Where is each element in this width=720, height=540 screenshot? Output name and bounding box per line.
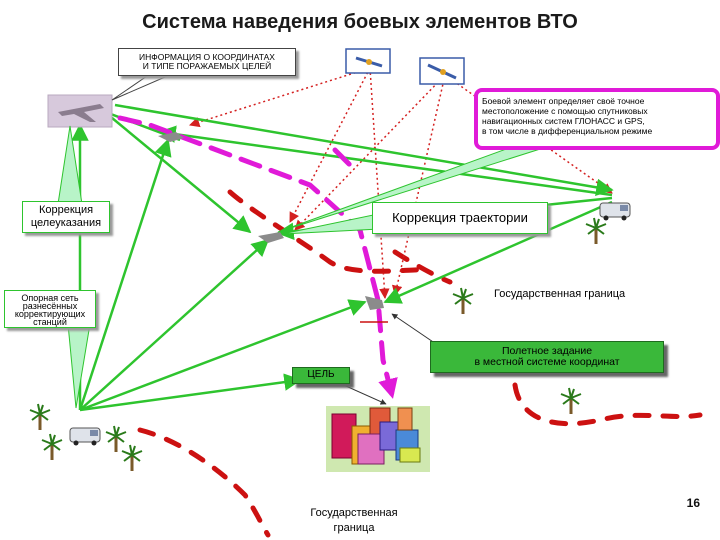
target-label-box: ЦЕЛЬ — [292, 367, 350, 384]
aim-line-1: Коррекция — [23, 205, 109, 217]
aim-callout-tail — [58, 126, 82, 204]
station-van-left — [70, 428, 100, 446]
combat-element-2 — [258, 232, 284, 243]
info-callout-tail — [112, 74, 172, 100]
flight-line-2: в местной системе координат — [431, 357, 663, 368]
target-label: ЦЕЛЬ — [293, 370, 349, 381]
page-number: 16 — [687, 496, 701, 510]
trajectory-label: Коррекция траектории — [373, 211, 547, 225]
state-border-label-bottom-1: Государственная — [290, 508, 418, 520]
state-border-label-bottom-2: граница — [290, 523, 418, 535]
reconnaissance-aircraft — [48, 95, 112, 127]
state-border-label-right: Государственная граница — [494, 289, 674, 301]
page-title: Система наведения боевых элементов ВТО — [0, 12, 720, 33]
satellite-glonass — [346, 49, 390, 73]
combat-line-1: Боевой элемент определяет своё точное — [482, 97, 712, 106]
info-callout: ИНФОРМАЦИЯ О КООРДИНАТАХ И ТИПЕ ПОРАЖАЕМ… — [118, 48, 296, 76]
aim-line-2: целеуказания — [23, 218, 109, 230]
station-van-right — [600, 203, 630, 221]
combat-element-3 — [365, 296, 384, 310]
satellite-gps — [420, 58, 464, 84]
trajectory-correction-callout: Коррекция траектории — [372, 202, 548, 234]
aim-correction-callout: Коррекция целеуказания — [22, 201, 110, 233]
reference-network-callout: Опорная сеть разнесённых корректирующих … — [4, 290, 96, 328]
target-city-block — [326, 406, 430, 472]
flight-task-callout: Полетное задание в местной системе коорд… — [430, 341, 664, 373]
combat-element-callout: Боевой элемент определяет своё точное ме… — [474, 88, 720, 150]
combat-line-2: местоположение с помощью спутниковых — [482, 107, 712, 116]
info-line-2: И ТИПЕ ПОРАЖАЕМЫХ ЦЕЛЕЙ — [119, 62, 295, 71]
ref-line-4: станций — [5, 318, 95, 327]
combat-line-3: навигационных систем ГЛОНАСС и GPS, — [482, 117, 712, 126]
combat-line-4: в том числе в дифференциальном режиме — [482, 127, 712, 136]
